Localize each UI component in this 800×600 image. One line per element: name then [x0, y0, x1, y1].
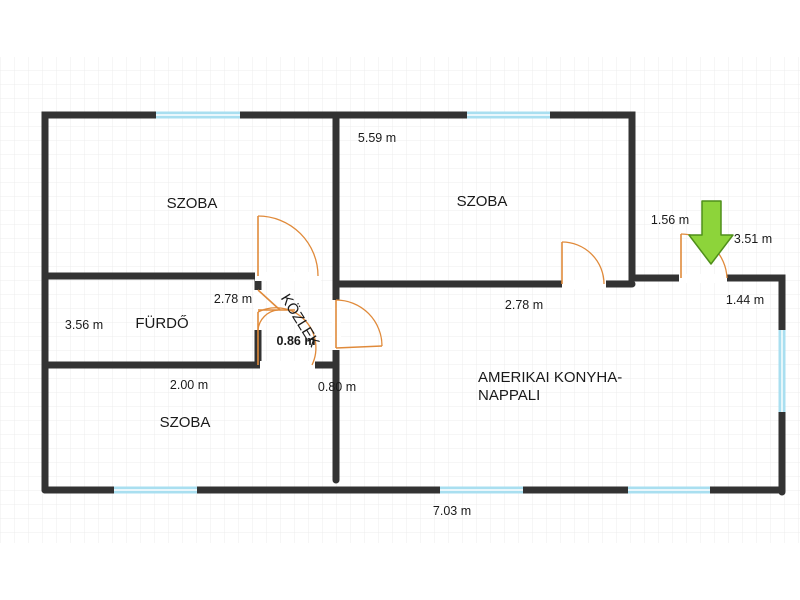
- room-label-living-line2: NAPPALI: [478, 387, 540, 404]
- door-szoba-top-right-swing: [561, 241, 605, 285]
- room-label-szoba-top-left: SZOBA: [167, 195, 218, 212]
- room-label-szoba-bottom-left: SZOBA: [160, 414, 211, 431]
- room-label-szoba-top-right: SZOBA: [457, 193, 508, 210]
- doors: [254, 215, 728, 370]
- dim-3-51: 3.51 m: [734, 232, 772, 246]
- down-arrow-icon: [688, 200, 734, 265]
- dim-2-78-b: 2.78 m: [505, 298, 543, 312]
- dim-5-59: 5.59 m: [358, 131, 396, 145]
- door-szoba-top-left-swing: [257, 215, 319, 277]
- outer-wall: [41, 111, 786, 496]
- dim-1-44: 1.44 m: [726, 293, 764, 307]
- dim-1-56: 1.56 m: [651, 213, 689, 227]
- dim-2-78-a: 2.78 m: [214, 292, 252, 306]
- room-label-furdo: FÜRDŐ: [135, 314, 188, 332]
- dim-2-00: 2.00 m: [170, 378, 208, 392]
- door-living-swing: [335, 299, 383, 347]
- dim-0-86: 0.86 m: [277, 334, 316, 348]
- dim-7-03: 7.03 m: [433, 504, 471, 518]
- room-label-living-line1: AMERIKAI KONYHA-: [478, 369, 622, 386]
- grid-background: [0, 57, 800, 543]
- windows: [114, 111, 786, 494]
- dim-3-56: 3.56 m: [65, 318, 103, 332]
- dim-0-80: 0.80 m: [318, 380, 356, 394]
